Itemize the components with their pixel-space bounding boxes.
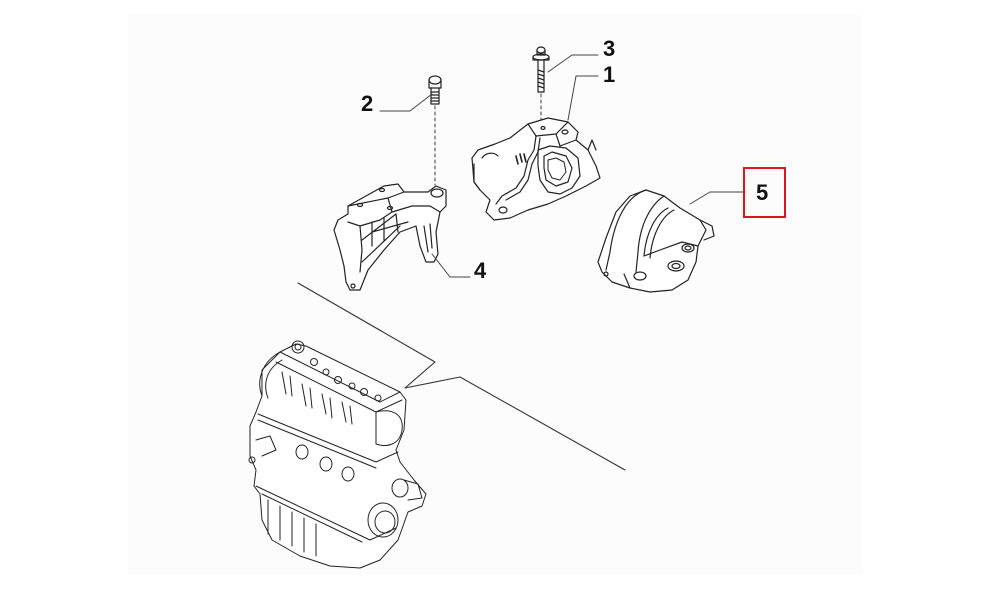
callout-label-1: 1	[603, 62, 616, 87]
callout-label-5: 5	[756, 180, 769, 205]
leader-line-2	[379, 93, 433, 112]
callout-label-3: 3	[603, 36, 616, 61]
leader-line-1	[567, 75, 599, 121]
bolt-2-icon	[428, 75, 442, 186]
diagram-panel	[128, 15, 862, 575]
callout-label-2: 2	[361, 91, 374, 116]
engine-mount-1-icon	[471, 117, 601, 221]
callout-label-4: 4	[474, 258, 487, 283]
engine-mount-5-icon	[597, 189, 715, 293]
highlight-box-part-5	[743, 167, 786, 218]
leader-line-3	[547, 54, 599, 73]
mount-bracket-4-icon	[333, 183, 447, 291]
leader-line-5	[689, 191, 746, 205]
engine-block-icon	[248, 340, 427, 569]
assembly-guide-line	[297, 282, 626, 471]
bolt-3-icon	[532, 46, 550, 129]
leader-line-4	[431, 253, 471, 278]
